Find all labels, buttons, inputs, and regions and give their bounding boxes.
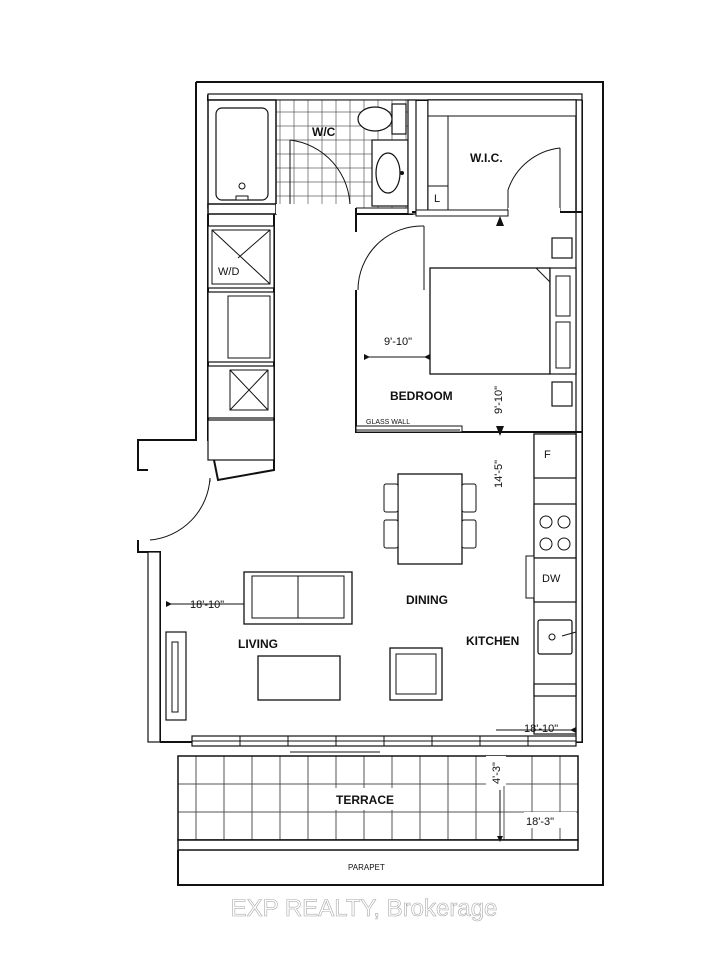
burner-icon <box>557 515 571 529</box>
bedroom-label: BEDROOM <box>390 389 453 403</box>
bathroom: W/C <box>207 99 417 215</box>
closet-2 <box>207 419 275 461</box>
kitchen: F DW KITCHEN 14'-5" <box>466 433 577 735</box>
brokerage-watermark: EXP REALTY, Brokerage <box>231 895 498 922</box>
burner-icon <box>539 515 553 529</box>
walk-in-closet: W.I.C. L <box>412 99 582 226</box>
terrace-depth-dimension: 4'-3" <box>491 762 503 784</box>
dining-table <box>397 473 463 565</box>
dimension-arrow-icon <box>496 216 504 226</box>
living-area: 18'-10" LIVING <box>165 571 443 721</box>
kitchen-label: KITCHEN <box>466 634 519 648</box>
living-label: LIVING <box>238 637 278 651</box>
parapet-label: PARAPET <box>348 863 385 872</box>
terrace-width-dimension: 18'-3" <box>526 816 554 828</box>
fridge <box>533 433 577 479</box>
terrace-label: TERRACE <box>336 793 394 807</box>
nightstand-top <box>551 237 573 259</box>
toilet-tank <box>391 103 407 135</box>
burner-icon <box>539 537 553 551</box>
fridge-label: F <box>544 449 551 461</box>
tub-drain-icon <box>238 182 246 190</box>
washer-dryer-label: W/D <box>218 266 239 278</box>
exterior-walls <box>137 81 604 886</box>
dishwasher <box>533 557 577 603</box>
kitchen-width-dimension: 18'-10" <box>524 723 558 735</box>
laundry-column: W/D <box>149 214 275 541</box>
glass-wall-label: GLASS WALL <box>366 419 410 426</box>
wic-label: W.I.C. <box>470 151 503 165</box>
dining-area: DINING <box>383 473 477 607</box>
nightstand-bottom <box>551 381 573 407</box>
bed <box>429 267 551 375</box>
coffee-table <box>257 655 341 701</box>
terrace: TERRACE 4'-3" 18'-3" PARAPET <box>177 755 579 872</box>
cooktop <box>533 503 577 559</box>
chair <box>383 519 399 549</box>
dishwasher-label: DW <box>542 573 561 585</box>
burner-icon <box>557 537 571 551</box>
bedroom-depth-dimension: 9'-10" <box>493 386 505 414</box>
bathtub <box>215 107 269 201</box>
window-wall: 18'-10" <box>191 723 577 753</box>
living-width-dimension: 18'-10" <box>190 599 224 611</box>
wc-label: W/C <box>312 125 336 139</box>
sink-icon <box>375 152 401 194</box>
chair <box>461 519 477 549</box>
toilet-icon <box>357 106 393 132</box>
chair <box>383 483 399 513</box>
dining-label: DINING <box>406 593 448 607</box>
bedroom-width-dimension: 9'-10" <box>384 336 412 348</box>
bedroom: 9'-10" BEDROOM GLASS WALL 9'-10" <box>355 214 582 436</box>
dining-depth-dimension: 14'-5" <box>493 460 505 488</box>
chair <box>461 483 477 513</box>
linen-label: L <box>434 193 440 205</box>
